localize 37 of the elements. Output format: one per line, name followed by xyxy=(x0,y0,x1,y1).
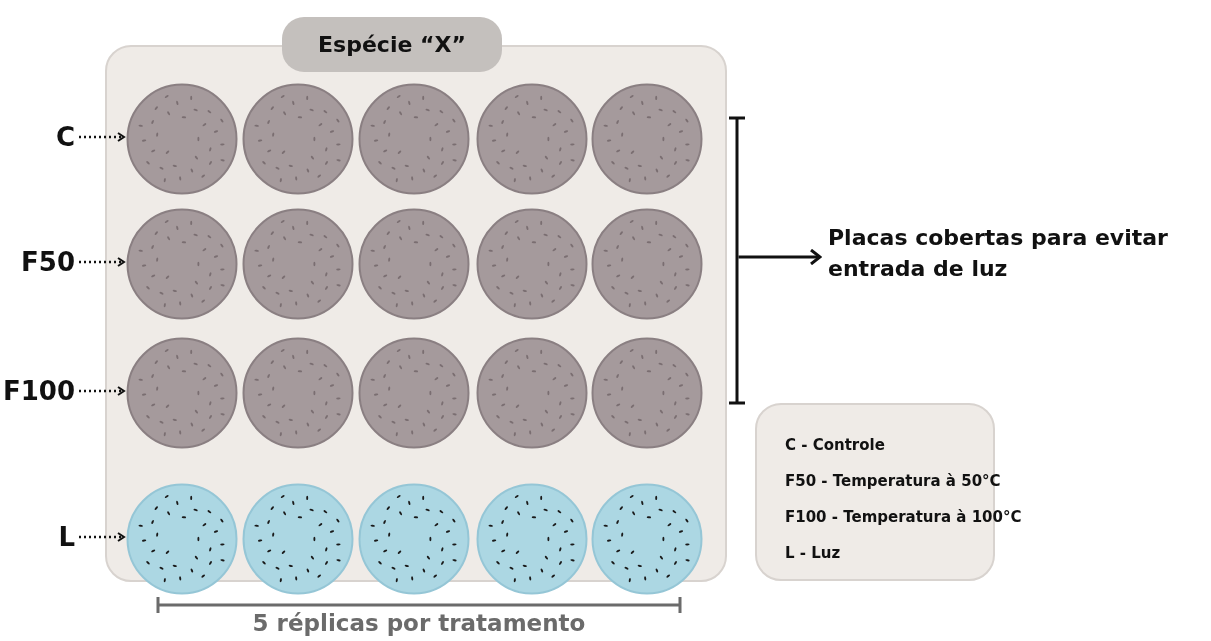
legend-entry: F50 - Temperatura à 50°C xyxy=(785,471,1001,492)
arrow xyxy=(79,386,125,396)
arrow xyxy=(738,248,822,266)
petri-dish xyxy=(476,83,588,195)
petri-dish xyxy=(591,208,703,320)
petri-dish xyxy=(126,83,238,195)
legend-entry: L - Luz xyxy=(785,543,841,564)
arrow xyxy=(79,532,125,542)
legend-entry: F100 - Temperatura à 100°C xyxy=(785,507,1022,528)
petri-dish xyxy=(358,337,470,449)
petri-dish xyxy=(358,483,470,595)
row-label: L xyxy=(20,519,75,555)
petri-dish xyxy=(476,337,588,449)
petri-dish xyxy=(476,483,588,595)
petri-dish xyxy=(242,208,354,320)
petri-dish xyxy=(476,208,588,320)
petri-dish xyxy=(358,208,470,320)
row-label: C xyxy=(20,119,75,155)
petri-dish xyxy=(242,337,354,449)
legend-entry: C - Controle xyxy=(785,435,885,456)
petri-dish xyxy=(126,337,238,449)
note-text: Placas cobertas para evitar entrada de luz xyxy=(828,222,1208,292)
petri-dish xyxy=(591,337,703,449)
row-label: F100 xyxy=(0,373,75,409)
petri-dish xyxy=(591,83,703,195)
petri-dish xyxy=(126,483,238,595)
petri-dish xyxy=(242,83,354,195)
species-tab: Espécie “X” xyxy=(282,17,502,72)
arrow xyxy=(79,132,125,142)
dimension-label: 5 réplicas por tratamento xyxy=(251,610,587,636)
petri-dish xyxy=(126,208,238,320)
petri-dish xyxy=(358,83,470,195)
petri-dish xyxy=(591,483,703,595)
petri-dish xyxy=(242,483,354,595)
bracket xyxy=(727,116,747,406)
arrow xyxy=(79,257,125,267)
row-label: F50 xyxy=(10,244,75,280)
